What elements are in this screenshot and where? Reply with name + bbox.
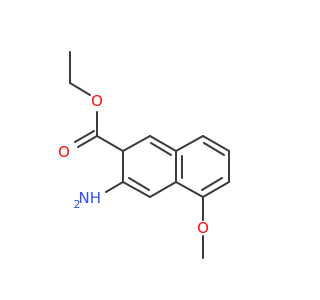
- double-bond-inner: [150, 142, 172, 156]
- carbonyl-double-bond: [77, 135, 98, 148]
- amino-nh-text: NH: [79, 189, 102, 207]
- amino-subscript: 2: [74, 198, 81, 211]
- bond: [202, 135, 230, 152]
- bond: [175, 181, 204, 198]
- ester-oxygen-label: O: [91, 92, 103, 110]
- structure-canvas: O O O NH 2: [58, 51, 230, 259]
- bond: [149, 181, 177, 198]
- left-ring: [122, 135, 177, 198]
- double-bond-inner: [128, 177, 150, 191]
- carbonyl-double-bond: [74, 130, 95, 143]
- bond: [149, 135, 177, 152]
- carbonyl-oxygen-label: O: [58, 143, 70, 161]
- amino-group-label: NH: [79, 189, 102, 207]
- amino-bond: [105, 181, 124, 193]
- ester-group: [69, 51, 124, 152]
- bond: [202, 181, 230, 198]
- bond: [122, 135, 151, 152]
- bond: [122, 181, 151, 198]
- chemical-structure-diagram: O O O NH 2: [58, 51, 230, 259]
- double-bond-inner: [201, 177, 223, 191]
- double-bond-inner: [203, 142, 225, 156]
- bond: [69, 82, 91, 96]
- bond: [96, 135, 124, 152]
- right-ring: [175, 135, 230, 198]
- ether-oxygen-label: O: [197, 219, 209, 237]
- bond: [175, 135, 204, 152]
